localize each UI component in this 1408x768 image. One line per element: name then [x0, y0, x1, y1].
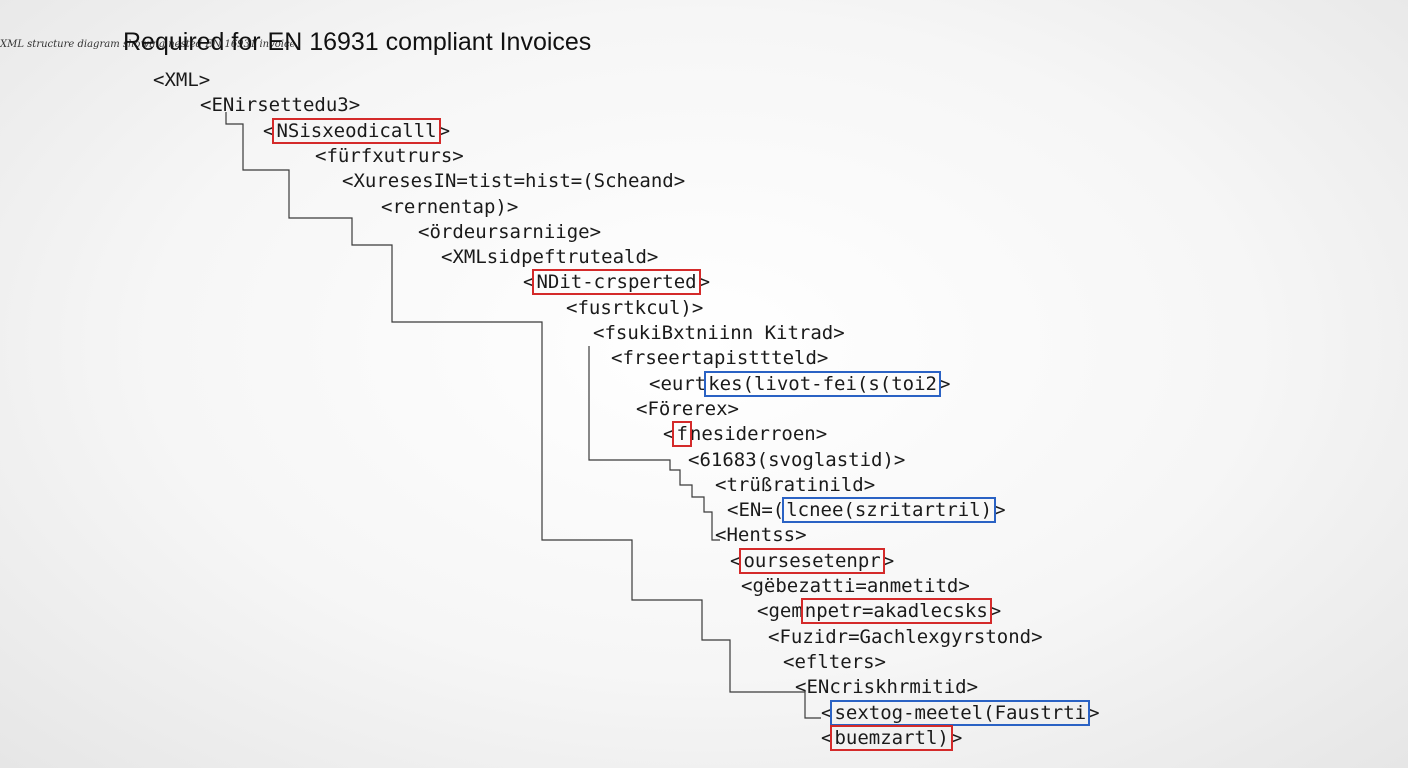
element-text: <	[730, 549, 742, 572]
xml-element: <NDit-crsperted>	[523, 269, 711, 296]
xml-element: <Fuzidr=Gachlexgyrstond>	[768, 626, 1043, 648]
xml-element: <fusrtkcul)>	[566, 297, 703, 319]
xml-element: <XuresesIN=tist=hist=(Scheand>	[342, 170, 685, 192]
element-text: <rernentap)>	[381, 195, 519, 218]
xml-element: <gëbezatti=anmetitd>	[741, 575, 970, 597]
diagram-title: Required for EN 16931 compliant Invoices	[123, 28, 592, 56]
optional-highlight: sextog-meetel(Faustrti	[830, 699, 1091, 726]
element-text: <XuresesIN=tist=hist=(Scheand>	[342, 170, 686, 193]
diagram-caption: XML structure diagram showing nested EN …	[0, 39, 296, 50]
element-text: <ördeursarniige>	[418, 220, 602, 243]
element-text: <eflters>	[783, 650, 886, 673]
element-text: <Hentss>	[715, 524, 807, 547]
element-text: <fürfxutrurs>	[315, 144, 464, 167]
xml-element: <61683(svoglastid)>	[688, 449, 905, 471]
element-text: <gëbezatti=anmetitd>	[741, 575, 970, 597]
element-text: <eurt	[649, 372, 707, 395]
element-text: <ENcriskhrmitid>	[795, 676, 979, 699]
element-text: >	[950, 726, 963, 749]
connector-line	[588, 346, 720, 541]
xml-element: <eflters>	[783, 651, 886, 673]
xml-element: <ENcriskhrmitid>	[795, 676, 978, 698]
element-text: >	[994, 499, 1006, 522]
xml-element: <trüßratinild>	[715, 474, 875, 496]
element-text: <fsukiBxtniinn Kitrad>	[593, 322, 845, 344]
element-text: >	[938, 372, 951, 395]
xml-element: <NSisxeodicalll>	[263, 117, 451, 144]
xml-element: <buemzartl)>	[821, 724, 963, 751]
element-text: >	[989, 600, 1002, 623]
required-highlight: NSisxeodicalll	[272, 117, 441, 144]
xml-element: <sextog-meetel(Faustrti>	[821, 699, 1100, 726]
element-text: <	[663, 423, 675, 446]
required-highlight: oursesetenpr	[739, 547, 885, 574]
element-text: >	[698, 271, 711, 294]
element-text: >	[438, 119, 451, 142]
element-text: <61683(svoglastid)>	[688, 448, 906, 471]
xml-element: <Hentss>	[715, 524, 807, 546]
connector-line	[225, 112, 821, 719]
element-text: >	[1088, 701, 1100, 724]
optional-highlight: kes(livot-fei(s(toi2	[704, 370, 941, 397]
xml-element: <EN=(lcnee(szritartril)>	[727, 497, 1006, 524]
required-highlight: npetr=akadlecsks	[800, 598, 992, 625]
element-text: <XMLsidpeftruteald>	[441, 246, 659, 269]
required-highlight: NDit-crsperted	[532, 269, 701, 296]
required-highlight: buemzartl)	[830, 724, 953, 751]
element-text: nesiderroen>	[689, 423, 828, 446]
element-text: <gem	[757, 600, 803, 623]
xml-element: <oursesetenpr>	[730, 547, 895, 574]
element-text: <XML>	[153, 69, 211, 91]
element-text: <frseertapisttteld>	[611, 347, 829, 370]
element-text: <ENirsettedu3>	[200, 94, 361, 117]
element-text: <	[523, 271, 535, 294]
xml-element: <fsukiBxtniinn Kitrad>	[593, 322, 845, 344]
element-text: <	[821, 726, 833, 749]
element-text: <EN=(	[727, 499, 785, 522]
required-highlight: f	[672, 421, 692, 448]
element-text: <fusrtkcul)>	[566, 296, 704, 319]
xml-element: <ördeursarniige>	[418, 221, 601, 243]
xml-element: <frseertapisttteld>	[611, 347, 828, 369]
xml-element: <XML>	[153, 69, 210, 91]
element-text: <	[821, 701, 833, 724]
element-text: >	[882, 549, 895, 572]
xml-element: <XMLsidpeftruteald>	[441, 246, 658, 268]
element-text: <Förerex>	[636, 397, 739, 420]
xml-element: <rernentap)>	[381, 196, 518, 218]
xml-element: <ENirsettedu3>	[200, 94, 360, 116]
xml-element: <fürfxutrurs>	[315, 145, 464, 167]
xml-element: <Förerex>	[636, 398, 739, 420]
element-text: <Fuzidr=Gachlexgyrstond>	[768, 625, 1043, 648]
element-text: <	[263, 119, 275, 142]
element-text: <trüßratinild>	[715, 473, 876, 496]
optional-highlight: lcnee(szritartril)	[782, 497, 997, 524]
